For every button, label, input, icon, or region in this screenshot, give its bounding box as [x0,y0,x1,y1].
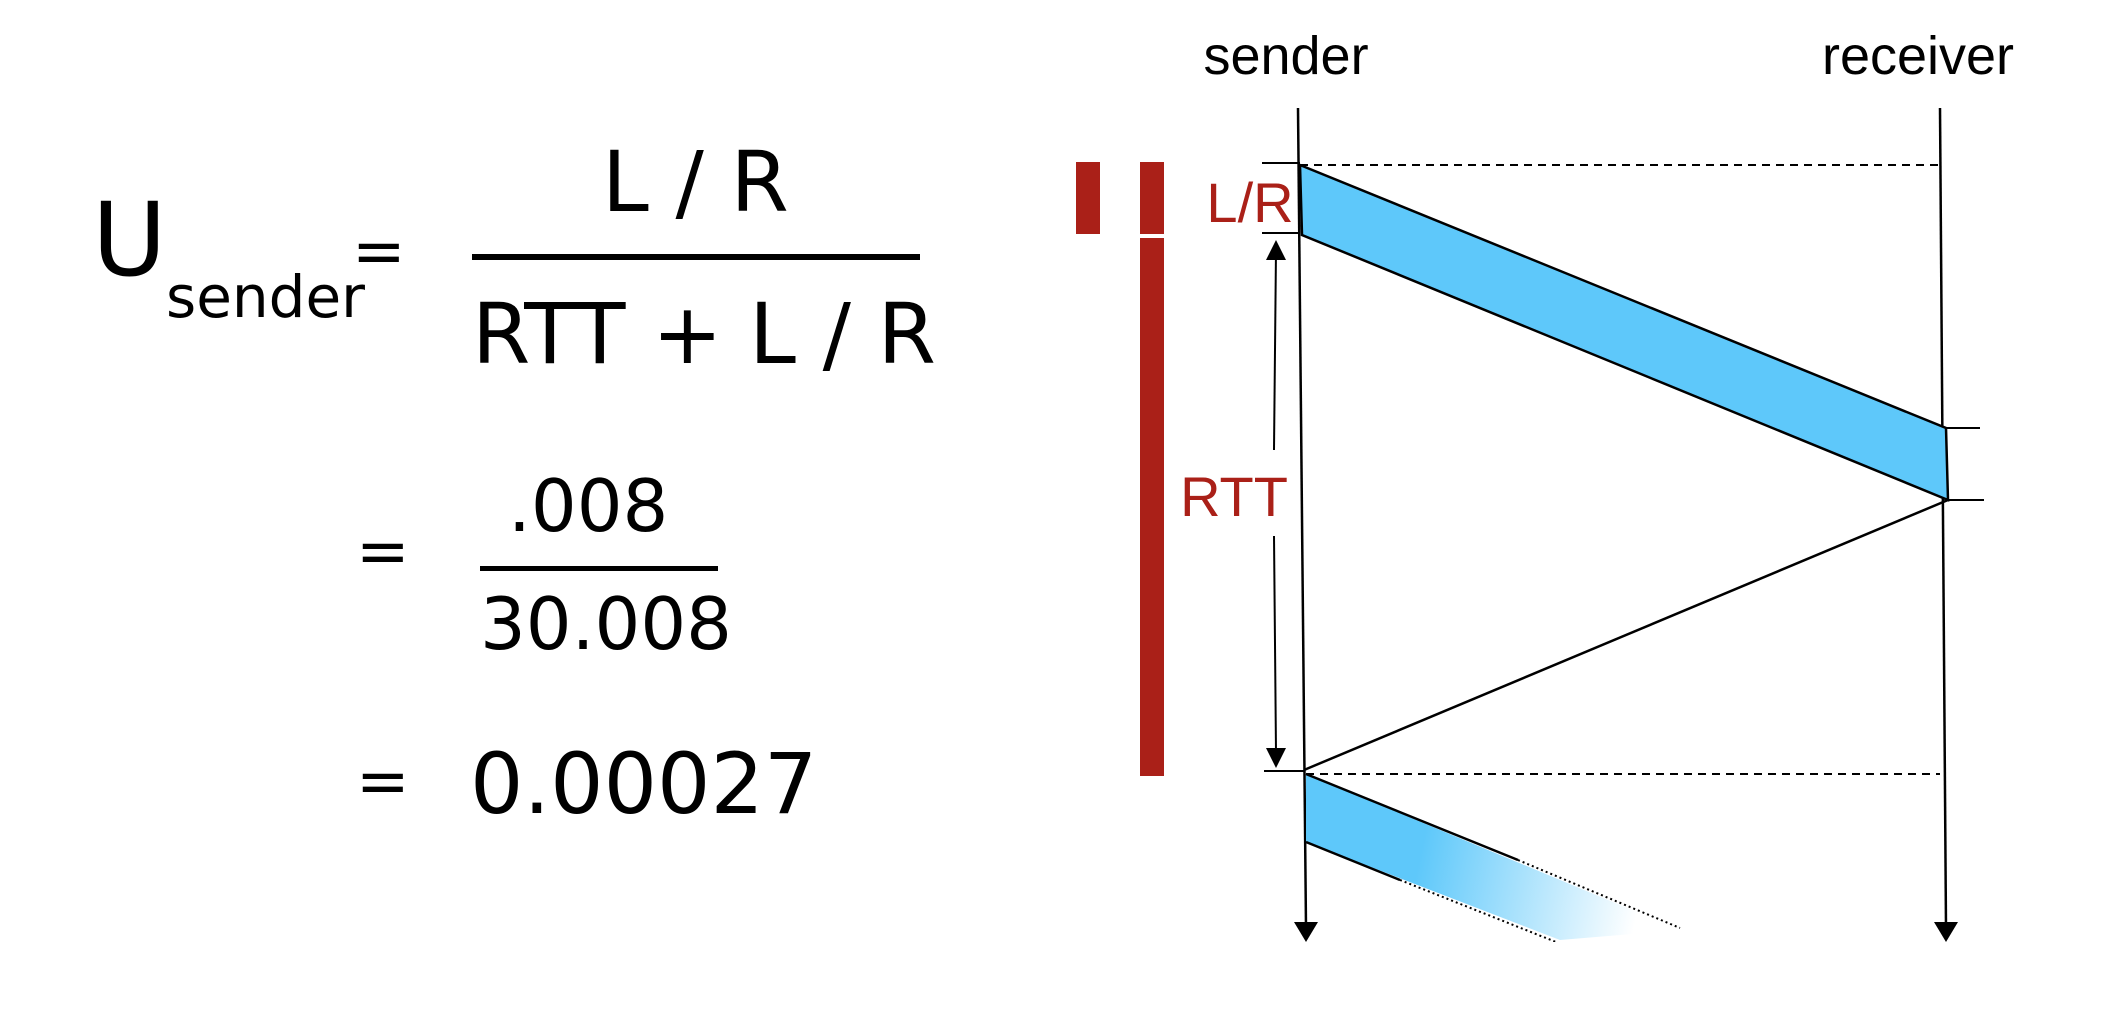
utilization-symbol: U [92,181,167,300]
sender-timeline [1296,107,1308,929]
rtt-label: RTT [1180,465,1288,528]
lr-bar-1 [1076,162,1100,234]
utilization-result: 0.00027 [470,735,818,833]
fraction1-bar [472,254,920,260]
next-packet-transmission [1306,774,1680,940]
rtt-arrow-down-head [1266,748,1286,768]
utilization-subscript: sender [166,263,366,331]
receiver-label: receiver [1822,26,2014,86]
fraction1-numerator: L / R [602,133,789,231]
next-packet-bottom-edge [1305,840,1401,882]
fraction2-denominator: 30.008 [480,582,732,666]
rtt-bar [1140,238,1164,776]
next-packet-top-edge [1305,772,1519,862]
sender-label: sender [1203,26,1368,86]
rtt-arrow-upper [1273,249,1277,451]
equals-sign-2: = [356,515,410,589]
fraction1-denominator: RTT + L / R [472,285,937,383]
sender-timeline-arrowhead [1294,922,1318,942]
lr-label: L/R [1206,171,1293,234]
rtt-arrow-lower [1273,535,1277,753]
receiver-timeline [1938,107,1948,929]
rtt-arrow-up-head [1266,240,1286,260]
receiver-timeline-arrowhead [1934,922,1958,942]
fraction2-bar [480,566,718,571]
equals-sign-3: = [356,745,410,819]
fraction2-numerator: .008 [508,464,669,548]
ack-line [1303,498,1949,772]
lr-bar-2 [1140,162,1164,234]
fade-mask [1300,942,1800,982]
first-packet-transmission [1298,163,1950,502]
next-packet-top-edge-fade [1517,859,1681,929]
equals-sign-1: = [352,215,406,289]
